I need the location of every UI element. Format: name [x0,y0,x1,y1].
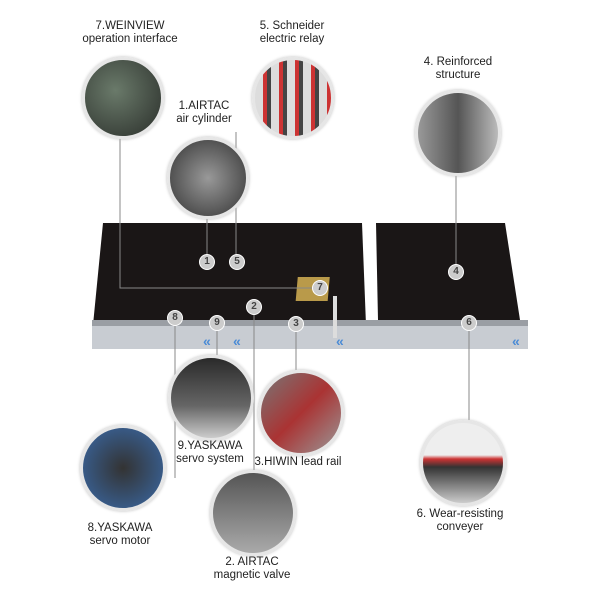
svg-text:«: « [233,333,241,349]
svg-text:«: « [203,333,211,349]
photo-operation-interface [82,57,164,139]
control-stand [333,296,337,338]
badge-9: 9 [209,315,225,331]
badge-7: 7 [312,280,328,296]
photo-magnetic-valve [210,470,296,556]
photo-servo-motor [80,425,166,511]
badge-8: 8 [167,310,183,326]
photo-reinforced-structure [415,90,501,176]
badge-3: 3 [288,316,304,332]
label-lead-rail: 3.HIWIN lead rail [254,456,342,468]
badge-2: 2 [246,299,262,315]
photo-air-cylinder [167,137,249,219]
svg-text:«: « [512,333,520,349]
badge-4: 4 [448,264,464,280]
svg-text:«: « [336,333,344,349]
arrow-markers: « « « « [203,333,520,349]
left-glass-panel [93,223,366,325]
photo-conveyer [420,420,506,506]
badge-1: 1 [199,254,215,270]
badge-5: 5 [229,254,245,270]
base-rail [92,325,528,349]
photo-electric-relay [252,57,334,139]
photo-lead-rail [258,370,344,456]
badge-6: 6 [461,315,477,331]
photo-servo-system [168,355,254,441]
